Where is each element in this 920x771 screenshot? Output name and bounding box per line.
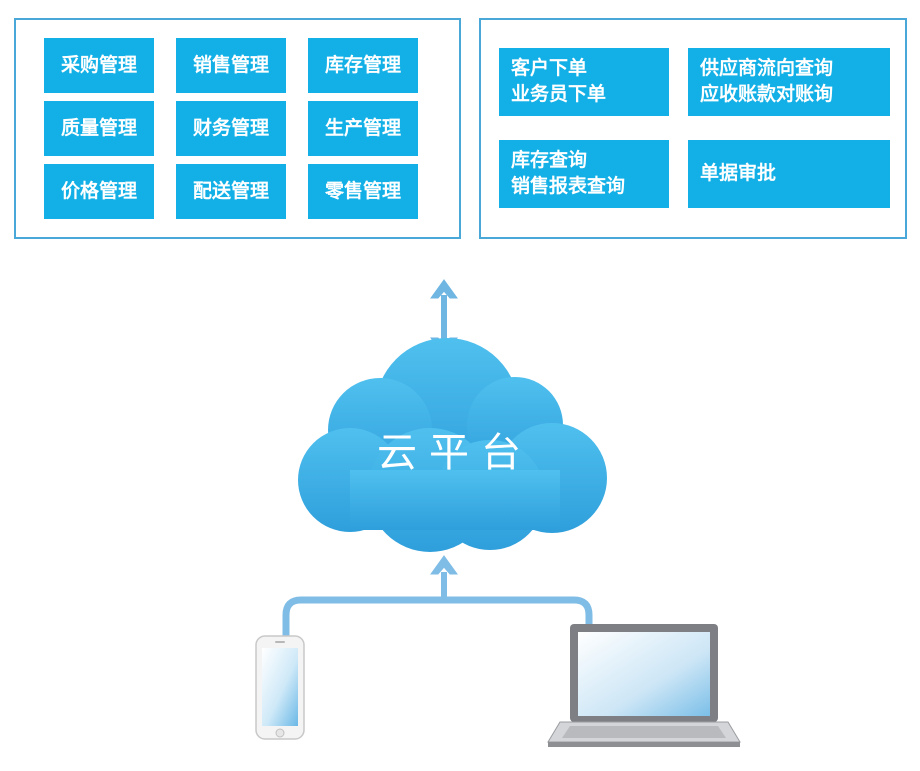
- module-tile-retail: 零售管理: [308, 164, 418, 219]
- function-tile-supplier-query: 供应商流向查询 应收账款对账询: [688, 48, 890, 116]
- up-arrow-icon: [430, 555, 458, 600]
- laptop-icon: [547, 624, 741, 747]
- module-tile-quality: 质量管理: [44, 101, 154, 156]
- module-tile-finance: 财务管理: [176, 101, 286, 156]
- module-tile-sales: 销售管理: [176, 38, 286, 93]
- function-tile-supplier-query-line-1: 供应商流向查询: [700, 57, 834, 80]
- cloud-platform-label: 云平台: [377, 430, 533, 476]
- function-tile-ordering: 客户下单 业务员下单: [499, 48, 669, 116]
- module-tile-purchase: 采购管理: [44, 38, 154, 93]
- function-tile-approval: 单据审批: [688, 140, 890, 208]
- module-tile-inventory: 库存管理: [308, 38, 418, 93]
- function-tile-approval-line-1: 单据审批: [700, 162, 777, 185]
- smartphone-icon: [255, 635, 305, 740]
- function-tile-reports-line-1: 库存查询: [511, 149, 588, 172]
- module-tile-production: 生产管理: [308, 101, 418, 156]
- cloud-shape: [298, 338, 607, 552]
- module-tile-pricing: 价格管理: [44, 164, 154, 219]
- function-tile-supplier-query-line-2: 应收账款对账询: [700, 83, 834, 105]
- module-tile-delivery: 配送管理: [176, 164, 286, 219]
- function-tile-reports-line-2: 销售报表查询: [511, 175, 626, 197]
- function-tile-ordering-line-2: 业务员下单: [511, 83, 607, 105]
- device-connector: [282, 596, 593, 640]
- function-tile-reports: 库存查询 销售报表查询: [499, 140, 669, 208]
- function-tile-ordering-line-1: 客户下单: [511, 57, 588, 80]
